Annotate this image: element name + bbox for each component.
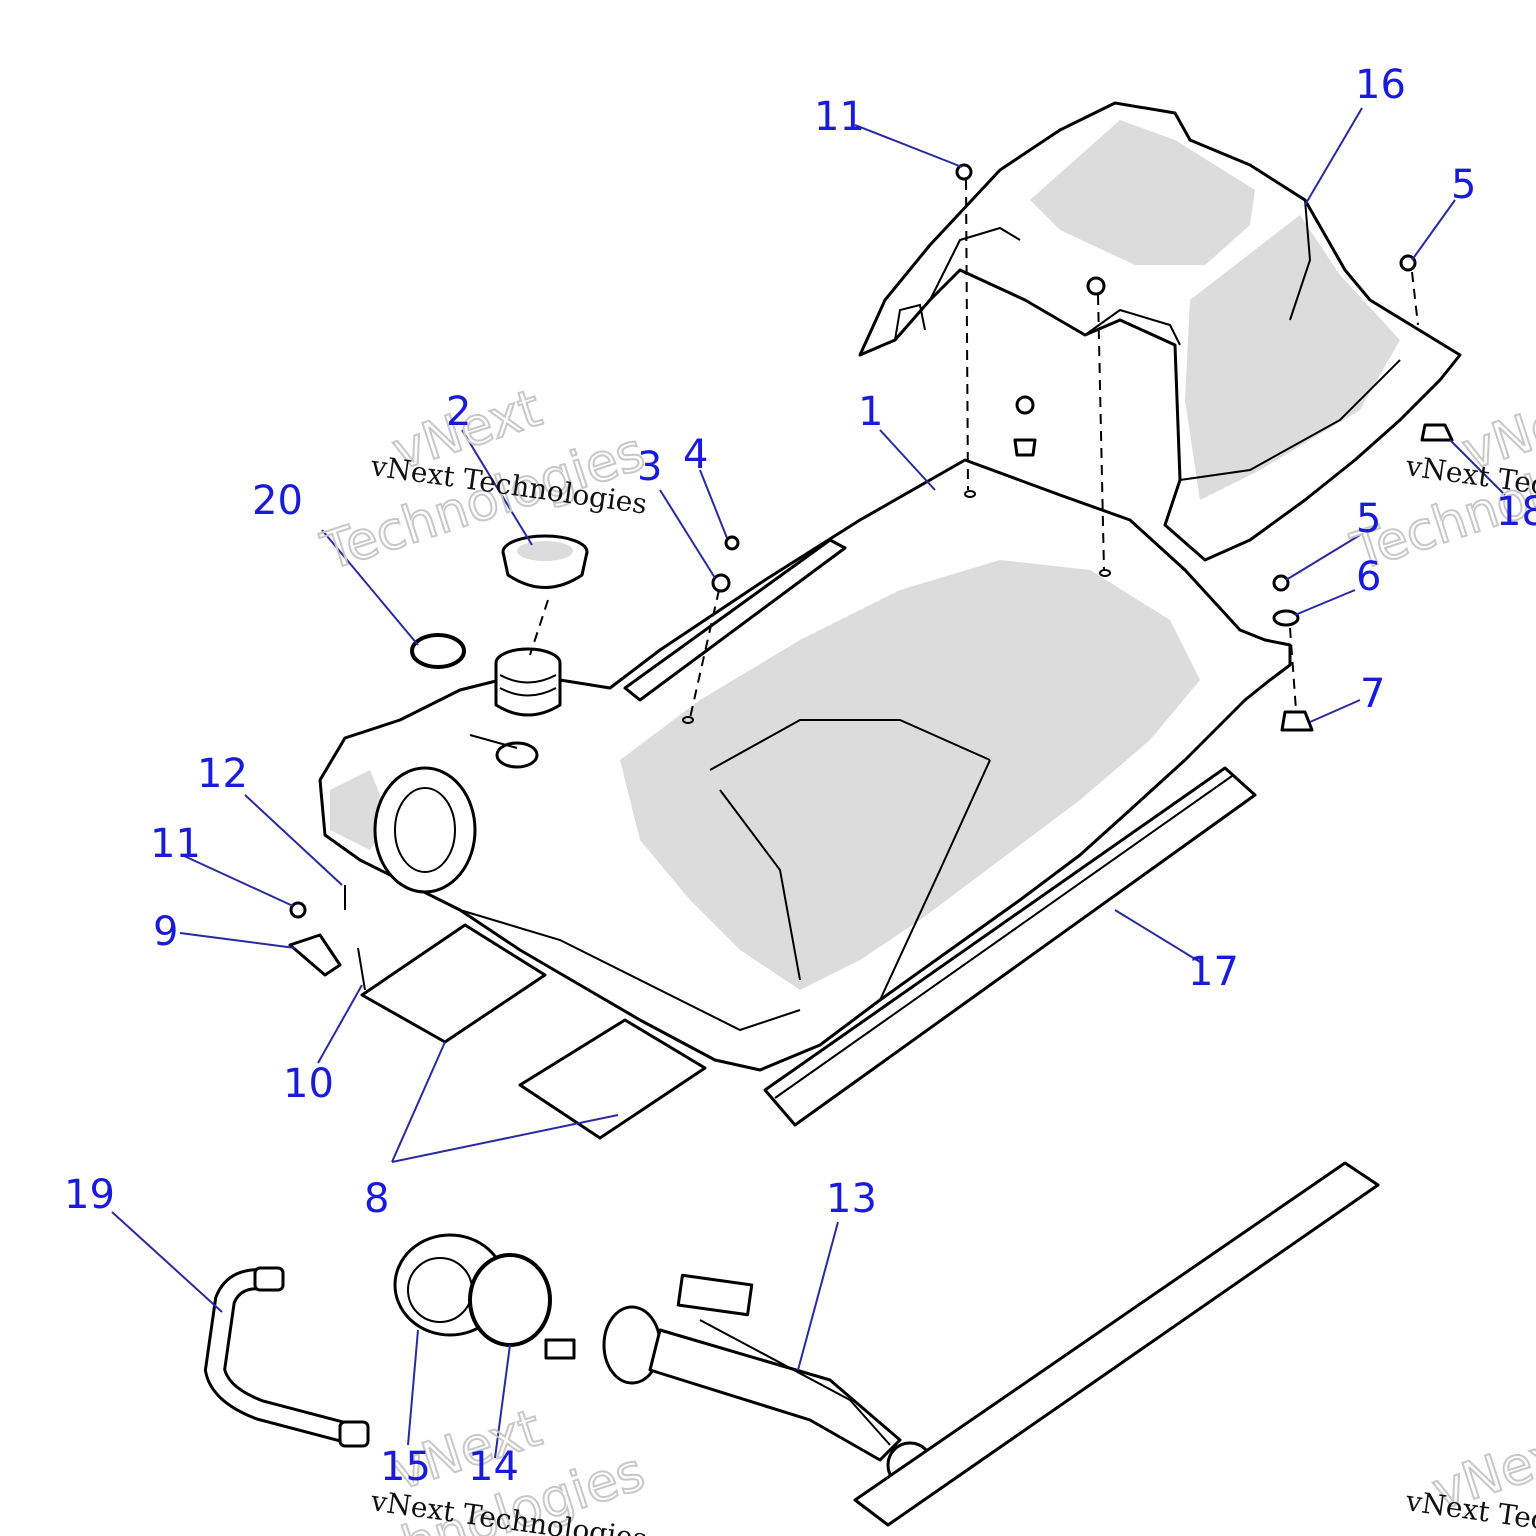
part-20-o-ring [410,633,466,669]
callout-18: 18 [1496,489,1536,535]
callout-7: 7 [1360,671,1385,717]
part-18-long-strip [853,1161,1380,1527]
assembly-lines [529,179,1419,719]
callout-11-top: 11 [814,94,865,140]
callout-8: 8 [364,1176,389,1222]
tank-rail [623,538,847,702]
callout-15: 15 [380,1444,431,1490]
callout-3: 3 [637,444,662,490]
callout-5-right: 5 [1356,496,1381,542]
part-14-pump-seal [468,1253,552,1347]
callout-17: 17 [1188,949,1239,995]
part-1-fuel-tank [318,458,1292,1072]
callout-labels: 1 2 3 4 5 5 6 7 8 9 10 11 11 12 13 14 15… [64,62,1536,1490]
callout-16: 16 [1355,62,1406,108]
callout-11-left: 11 [150,821,201,867]
callout-10: 10 [283,1061,334,1107]
part-2-fuel-cap [501,534,589,589]
part-16-shroud [858,101,1462,562]
callout-12: 12 [197,751,248,797]
callout-6: 6 [1356,554,1381,600]
callout-2: 2 [446,389,471,435]
callout-19: 19 [64,1172,115,1218]
callout-4: 4 [683,432,708,478]
part-17-trim-strip [763,766,1257,1127]
callout-14: 14 [468,1444,519,1490]
callout-20: 20 [252,478,303,524]
callout-5-top: 5 [1451,162,1476,208]
callout-9: 9 [153,909,178,955]
callout-13: 13 [826,1176,877,1222]
leader-lines [111,107,1506,1459]
callout-1: 1 [858,389,883,435]
part-8-pads [360,923,707,1140]
fasteners [288,163,1454,991]
part-19-fuel-line [203,1266,370,1448]
